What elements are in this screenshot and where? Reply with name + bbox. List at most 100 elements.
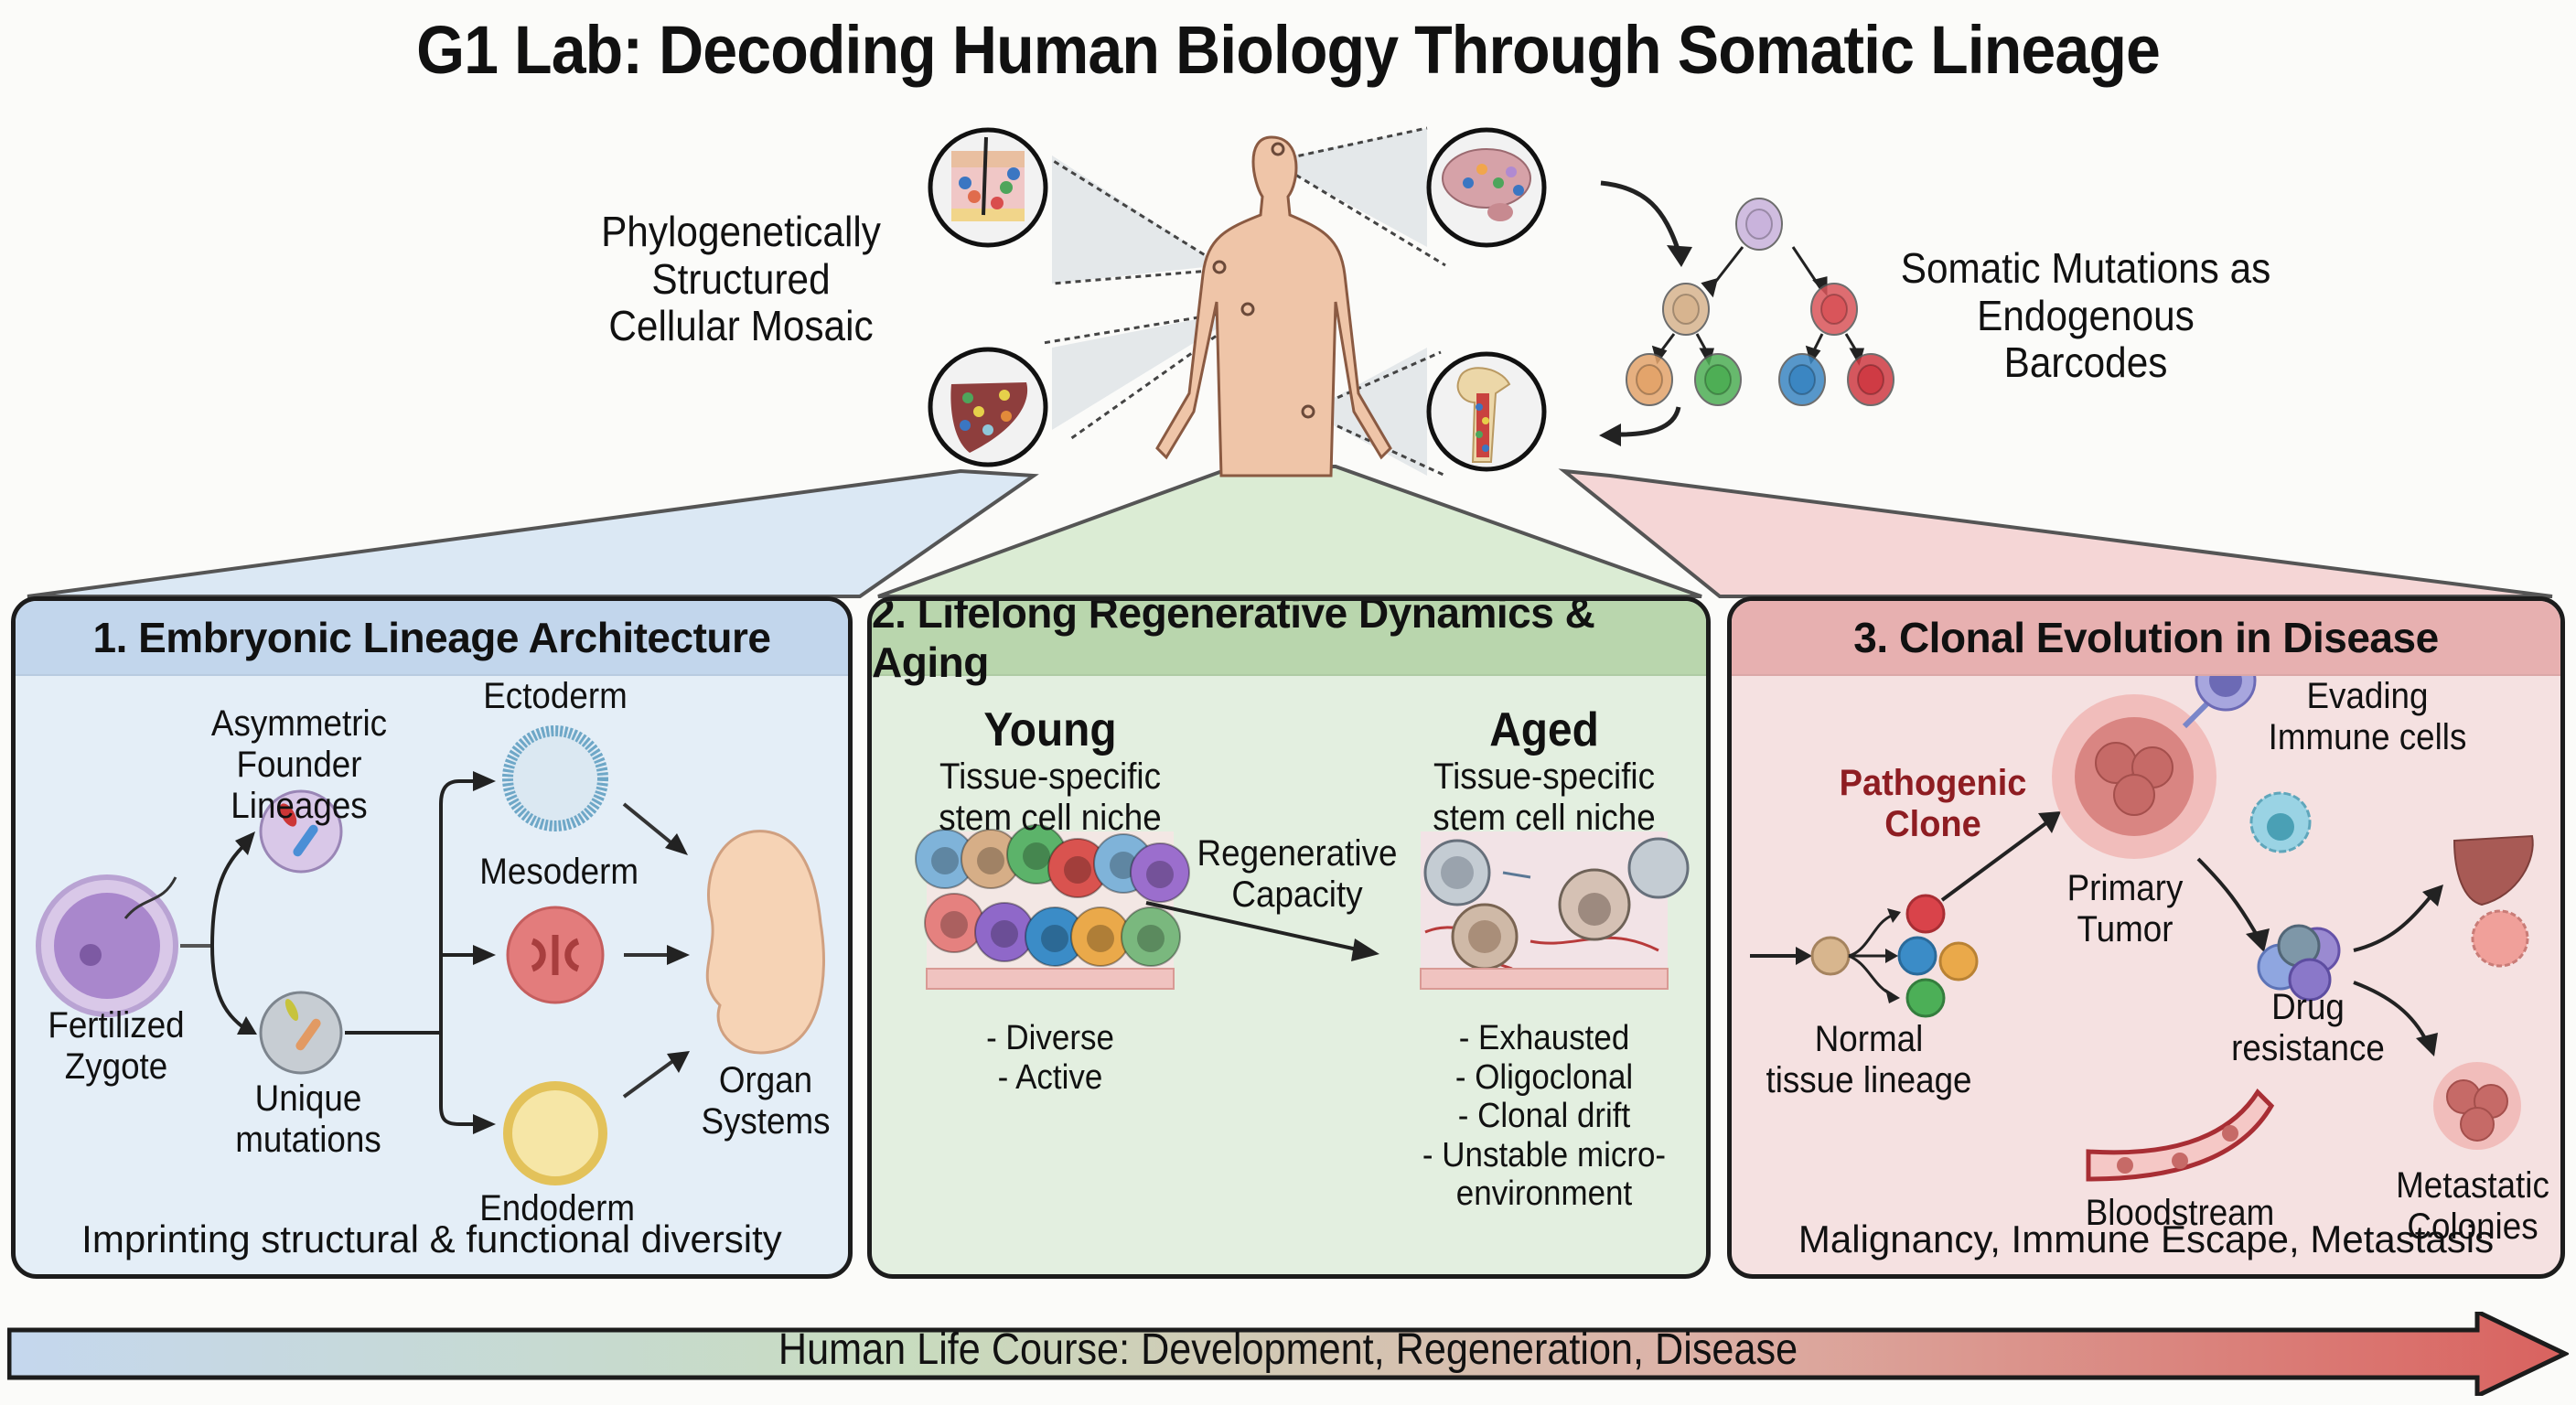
label-line: Normal [1814, 1019, 1924, 1059]
liver-inset [928, 347, 1048, 467]
panel-disease: 3. Clonal Evolution in Disease [1727, 596, 2565, 1279]
label-line: Primary [2066, 868, 2184, 908]
niche-diagram [915, 824, 1690, 990]
trait-item: - Diverse [986, 1019, 1114, 1057]
panel-footer: Malignancy, Immune Escape, Metastasis [1798, 1217, 2495, 1260]
lineage-leaf-cell [1626, 353, 1673, 406]
ectoderm-icon [502, 725, 608, 831]
label-line: Organ [718, 1060, 813, 1100]
trait-item: - Exhausted [1458, 1019, 1630, 1057]
trait-item: - Clonal drift [1457, 1097, 1631, 1136]
trait-item: - Unstable micro- [1422, 1135, 1667, 1174]
panel-footer: Imprinting structural & functional diver… [81, 1217, 782, 1260]
life-course-arrow [7, 1312, 2569, 1396]
panel-title: 3. Clonal Evolution in Disease [1732, 601, 2560, 676]
panel-title: 2. Lifelong Regenerative Dynamics & Agin… [872, 601, 1706, 686]
panel-regenerative: 2. Lifelong Regenerative Dynamics & Agin… [867, 596, 1711, 1279]
trait-item: - Oligoclonal [1454, 1057, 1634, 1097]
stem-cell [915, 829, 975, 889]
drug-resistant-cells-icon [2257, 924, 2341, 1002]
young-traits: - Diverse - Active [937, 1019, 1164, 1097]
aged-niche-icon [1420, 831, 1690, 990]
stem-cell [974, 902, 1035, 962]
trait-item: - Active [997, 1057, 1103, 1097]
stem-cell [924, 893, 984, 953]
normal-cell-icon [1810, 936, 1851, 976]
human-body-figure [1155, 135, 1392, 477]
label-line: Founder Lineages [231, 744, 368, 826]
evading-immune-label: Evading Immune cells [2254, 676, 2481, 758]
stem-cell [1025, 906, 1085, 967]
caption-line: Phylogenetically [601, 208, 881, 255]
label-line: Clone [1884, 803, 1981, 844]
label-line: mutations [235, 1119, 381, 1160]
normal-tissue-label: Normal tissue lineage [1759, 1019, 1978, 1101]
ectoderm-label: Ectoderm [483, 676, 628, 716]
label-line: Metastatic [2396, 1165, 2549, 1206]
brain-inset [1426, 127, 1547, 248]
red-funnel [1558, 468, 2553, 598]
stem-cell [1121, 906, 1181, 967]
lineage-cell [1810, 283, 1858, 336]
aged-heading: Aged [1489, 703, 1599, 756]
caption-line: Structured [651, 254, 831, 303]
endoderm-icon [503, 1081, 607, 1185]
metastatic-colony-icon [2433, 1062, 2521, 1150]
lineage-cell [1662, 283, 1710, 336]
immune-macrophage-icon [2249, 791, 2312, 853]
metastatic-colonies-label: Metastatic Colonies [2380, 1165, 2560, 1248]
stem-cell [1047, 838, 1108, 898]
label-line: Capacity [1231, 874, 1363, 915]
aged-subtitle-2: stem cell niche [1433, 798, 1656, 839]
lineage-root-cell [1735, 198, 1783, 251]
caption-line: Endogenous Barcodes [1977, 291, 2195, 387]
organ-systems-label: Organ Systems [690, 1060, 842, 1142]
overview-illustration [27, 126, 2553, 598]
caption-line: Somatic Mutations as [1900, 244, 2271, 292]
immune-t-cell-icon [2182, 676, 2257, 729]
skin-inset [928, 127, 1048, 248]
endoderm-label: Endoderm [479, 1188, 635, 1228]
unique-mutations-label: Unique mutations [224, 1078, 392, 1161]
label-line: Immune cells [2268, 716, 2467, 757]
young-subtitle-2: stem cell niche [939, 798, 1162, 839]
mesoderm-label: Mesoderm [479, 852, 639, 892]
caption-line: Cellular Mosaic [608, 302, 874, 350]
label-line: Systems [701, 1100, 831, 1142]
young-subtitle-1: Tissue-specific [939, 756, 1161, 798]
panel-embryonic: 1. Embryonic Lineage Architecture [11, 596, 853, 1279]
label-line: Drug [2271, 987, 2345, 1027]
pathogenic-clone-icon [1905, 894, 1946, 934]
bloodstream-label: Bloodstream [2085, 1193, 2275, 1233]
disease-diagram [1750, 676, 2534, 1182]
label-line: Colonies [2407, 1206, 2538, 1247]
aged-traits: - Exhausted - Oligoclonal - Clonal drift… [1405, 1019, 1683, 1214]
metastatic-liver-icon [2453, 834, 2534, 906]
aged-column: Aged Tissue-specific stem cell niche [1421, 703, 1668, 839]
bloodstream-icon [2086, 1089, 2275, 1182]
aged-subtitle-1: Tissue-specific [1433, 756, 1655, 798]
mosaic-caption: Phylogenetically Structured Cellular Mos… [598, 208, 885, 350]
founder-label: Asymmetric Founder Lineages [173, 703, 425, 826]
young-niche-icon [915, 824, 1190, 990]
lineage-leaf-cell [1694, 353, 1742, 406]
barcodes-caption: Somatic Mutations as Endogenous Barcodes [1892, 244, 2279, 387]
label-line: resistance [2231, 1027, 2385, 1068]
label-line: Evading [2306, 676, 2429, 716]
page-title: G1 Lab: Decoding Human Biology Through S… [416, 12, 2161, 88]
mutation-cell-icon [259, 991, 343, 1075]
young-heading: Young [983, 703, 1117, 756]
blue-funnel [27, 468, 1039, 598]
label-line: Tumor [2077, 908, 2174, 949]
label-line: Fertilized [48, 1005, 185, 1046]
stem-cell [1130, 842, 1190, 903]
label-line: Unique [254, 1078, 362, 1119]
label-line: Zygote [64, 1046, 168, 1087]
lineage-leaf-cell [1847, 353, 1894, 406]
bone-marrow-inset [1426, 351, 1547, 472]
primary-tumor-label: Primary Tumor [2041, 868, 2209, 950]
label-line: Pathogenic [1839, 763, 2027, 803]
pathogenic-clone-label: Pathogenic Clone [1838, 763, 2029, 845]
trait-item: environment [1455, 1174, 1633, 1214]
lineage-leaf-cell [1778, 353, 1826, 406]
